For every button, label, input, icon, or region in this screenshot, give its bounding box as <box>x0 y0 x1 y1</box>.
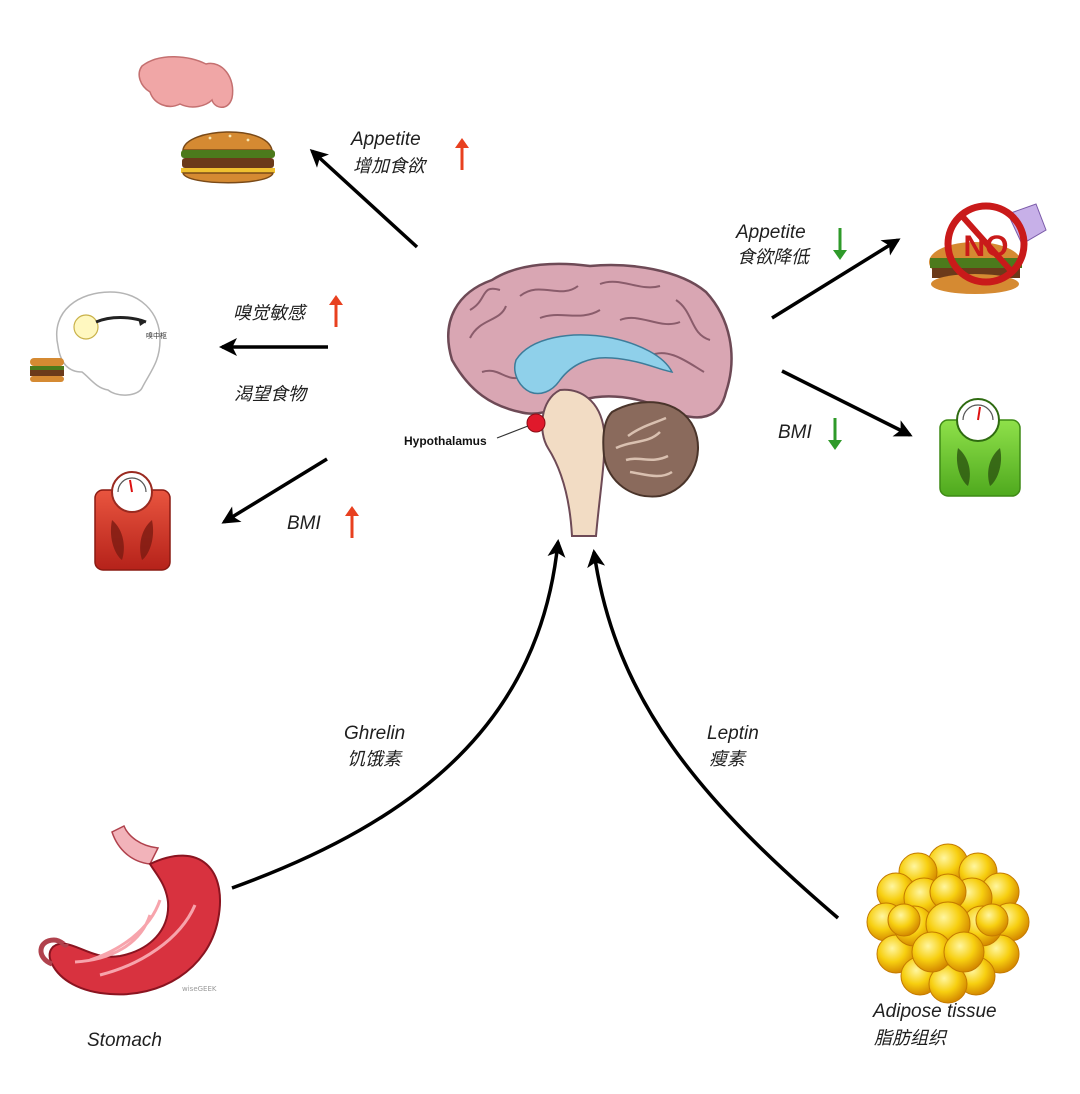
hypothalamus-label: Hypothalamus <box>404 434 487 448</box>
scale-green-icon <box>939 398 1021 497</box>
fat-globule <box>887 903 921 937</box>
head-outline <box>55 291 161 396</box>
arrow-to-no-food <box>771 238 901 320</box>
esophagus <box>111 824 160 865</box>
duodenum <box>38 937 69 967</box>
hand-grabbing-burger <box>138 56 234 108</box>
brain-illustration <box>447 262 733 537</box>
arbor-vitae <box>615 416 673 478</box>
crave-food-label: 渴望食物 <box>234 384 306 404</box>
head-sketch-text: 嗅中枢 <box>146 331 167 340</box>
fat-globule <box>943 931 985 973</box>
stomach-label: Stomach <box>87 1030 162 1051</box>
leptin-curve-arrow <box>587 549 840 920</box>
arrow-up-icon <box>345 506 359 538</box>
stomach-body <box>48 854 221 996</box>
arrow-to-green-scale <box>781 369 913 437</box>
hypothalamus-marker <box>526 413 546 433</box>
hypothalamus-pointer <box>496 425 529 439</box>
arrow-up-icon <box>329 295 343 327</box>
no-sign-circle <box>944 202 1028 286</box>
arrow-to-red-scale <box>221 457 328 524</box>
adipose-tissue-cn-label: 脂肪组织 <box>874 1028 946 1048</box>
no-food-icon: NO <box>929 202 1047 294</box>
ghrelin-cn-label: 饥饿素 <box>347 749 401 769</box>
adipose-tissue-illustration <box>866 843 1030 1004</box>
ghrelin-curve-arrow <box>231 539 566 890</box>
fat-globule <box>928 964 968 1004</box>
burger-icon <box>181 131 275 184</box>
arrow-to-burger <box>309 148 419 249</box>
ventricle <box>514 334 674 395</box>
arrow-up-icon <box>455 138 469 170</box>
cerebellum <box>602 401 699 498</box>
appetite-up-label: Appetite <box>351 129 421 150</box>
adipose-tissue-label: Adipose tissue <box>873 1001 997 1022</box>
stomach-watermark: wiseGEEK <box>182 985 217 993</box>
leptin-label: Leptin <box>707 723 759 744</box>
leptin-cn-label: 瘦素 <box>709 749 745 769</box>
ghrelin-label: Ghrelin <box>344 723 406 744</box>
scale-red-icon <box>94 471 171 571</box>
arrow-down-icon <box>833 228 847 260</box>
appetite-down-cn-label: 食欲降低 <box>737 247 809 267</box>
stomach-illustration: wiseGEEK <box>38 824 221 996</box>
hand <box>138 56 234 108</box>
connector-arrows <box>219 148 913 920</box>
smell-sensitive-label: 嗅觉敏感 <box>233 303 305 323</box>
bmi-down-label: BMI <box>778 422 812 443</box>
appetite-up-cn-label: 增加食欲 <box>353 156 425 176</box>
no-sign-text: NO <box>964 230 1009 263</box>
smell-head-sketch: 嗅中枢 <box>30 291 167 396</box>
fat-globule <box>975 903 1009 937</box>
appetite-down-label: Appetite <box>736 222 806 243</box>
arrow-down-icon <box>828 418 842 450</box>
gyri <box>469 280 711 379</box>
brainstem <box>541 388 606 537</box>
bmi-up-label: BMI <box>287 513 321 534</box>
